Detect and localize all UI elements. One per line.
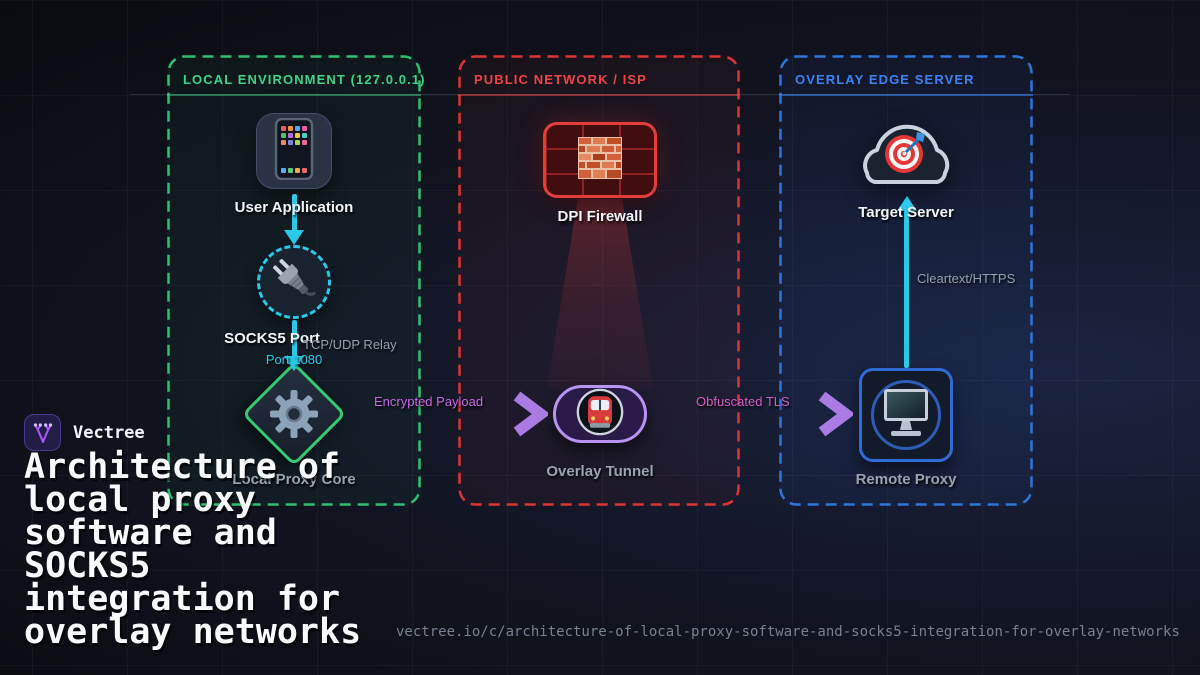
arrow-remoteproxy-to-target [904,210,909,368]
node-overlay-tunnel [553,385,647,443]
label-cleartext-https: Cleartext/HTTPS [917,271,1016,286]
title-line: software and [24,513,277,553]
title-line: SOCKS5 [24,546,151,586]
label-overlay-tunnel: Overlay Tunnel [546,463,654,480]
label-port-1080: Port 1080 [265,352,323,367]
brick-wall-icon [578,136,622,184]
label-local-proxy-core: Local Proxy Core [232,471,356,488]
node-remote-proxy [859,368,953,462]
chevron-right-icon [818,391,853,437]
title-line: local proxy [24,480,256,520]
title-line: overlay networks [24,612,362,652]
brand-block: Vectree [24,414,145,451]
label-obfuscated-tls: Obfuscated TLS [696,394,790,409]
zone-local-dashed-border [167,55,421,506]
brand-name: Vectree [73,422,145,443]
page-title: Architecture of local proxy software and… [24,447,362,652]
node-socks5-port [257,245,331,319]
gear-icon [268,388,320,440]
label-target-server: Target Server [858,204,954,221]
mobile-phone-icon [274,117,314,185]
chevron-right-icon [513,391,548,437]
label-encrypted-payload: Encrypted Payload [374,394,484,409]
zone-overlay-dashed-border [779,55,1033,506]
arrowhead-up-icon [897,196,917,211]
zone-public-header-rule [458,94,740,96]
target-bullseye-icon [885,132,925,173]
remote-proxy-ring [871,380,941,450]
arrow-socks5-to-core [292,320,297,357]
desktop-monitor-icon [876,385,936,446]
arrow-userapp-to-socks5 [292,194,297,231]
zone-overlay-header: OVERLAY EDGE SERVER [795,72,975,87]
zone-local-header-rule [167,94,421,96]
node-dpi-firewall [543,122,657,198]
label-socks5-port: SOCKS5 Port [224,330,320,347]
label-tcp-udp-relay: TCP/UDP Relay [303,337,397,352]
label-user-application: User Application [234,199,354,216]
title-line: integration for [24,579,341,619]
node-local-proxy-core [241,361,347,467]
label-dpi-firewall: DPI Firewall [557,208,643,225]
arrowhead-down-icon [284,230,304,245]
zone-public-header: PUBLIC NETWORK / ISP [474,72,647,87]
vectree-v-branch-icon [33,422,52,443]
vectree-logo [24,414,61,451]
node-user-application [256,113,332,189]
zone-public-dashed-border [458,55,740,506]
footer-url: vectree.io/c/architecture-of-local-proxy… [396,624,1180,640]
metro-train-icon [576,388,624,441]
arrowhead-down-icon [284,356,304,371]
label-remote-proxy: Remote Proxy [855,471,957,488]
zone-local-header: LOCAL ENVIRONMENT (127.0.0.1) [183,72,426,87]
plug-icon [266,252,322,313]
zone-overlay-header-rule [779,94,1033,96]
title-line: Architecture of [24,447,341,487]
